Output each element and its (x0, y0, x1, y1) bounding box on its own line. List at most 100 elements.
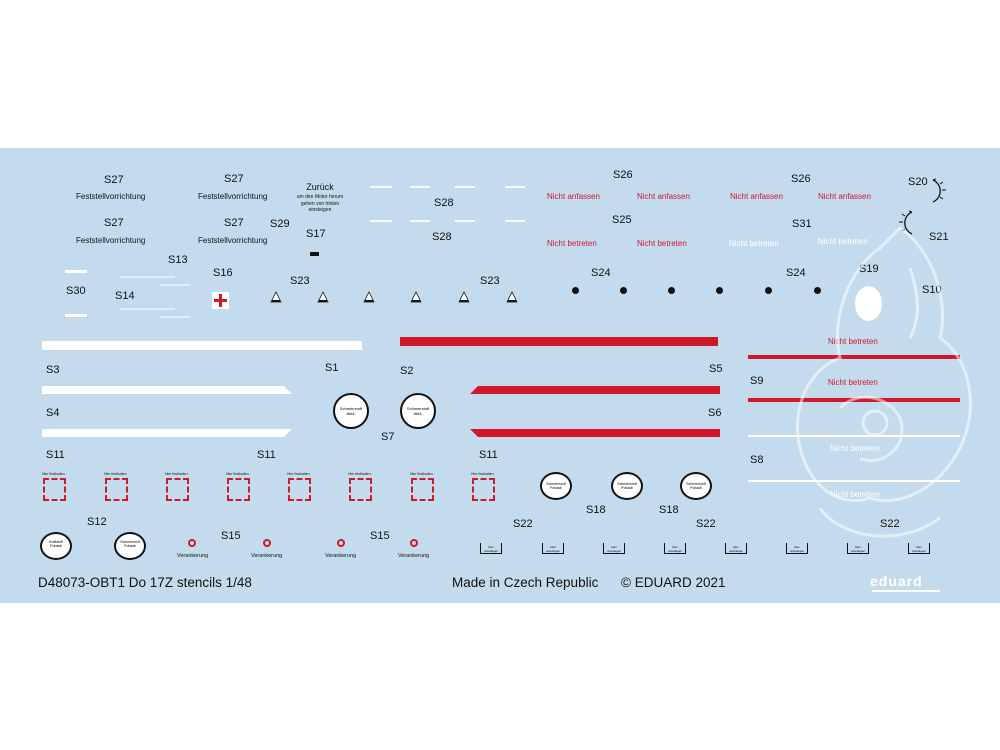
warning-triangle-icon (458, 291, 470, 303)
decal-hier-festhalten: Hier festhalten (287, 472, 310, 476)
decal-s14-line (120, 308, 175, 310)
decal-nicht-betreten: Nicht betreten (637, 239, 687, 248)
label-s15: S15 (221, 530, 241, 542)
label-s2: S2 (400, 365, 414, 377)
decal-s22-box: Hier unterlegen (908, 543, 930, 554)
decal-s22-box: Hier unterlegen (725, 543, 747, 554)
decal-hier-festhalten: Hier festhalten (226, 472, 249, 476)
decal-nicht-betreten: Nicht betreten (828, 378, 878, 387)
label-s17: S17 (306, 228, 326, 240)
gauge-arc-icon (932, 178, 946, 203)
label-s22: S22 (696, 518, 716, 530)
decal-s9-red-line (748, 355, 960, 359)
label-s14: S14 (115, 290, 135, 302)
decal-nicht-betreten-white: Nicht betreten (830, 444, 880, 453)
decal-feststell: Feststellvorrichtung (198, 236, 268, 245)
copyright: © EDUARD 2021 (621, 575, 726, 590)
label-s15: S15 (370, 530, 390, 542)
decal-text: Kraftstoff (49, 540, 63, 544)
label-s31: S31 (792, 218, 812, 230)
decal-hier-festhalten: Hier festhalten (104, 472, 127, 476)
decal-dashed-box (105, 478, 128, 501)
made-in: Made in Czech Republic (452, 575, 599, 590)
label-s11: S11 (257, 449, 276, 461)
label-s16: S16 (213, 267, 233, 279)
label-s28: S28 (434, 197, 454, 209)
decal-text: Abbl. (413, 411, 423, 416)
decal-nicht-anfassen: Nicht anfassen (730, 192, 783, 201)
decal-text: Hier unterlegen (911, 545, 927, 553)
decal-feststell: Feststellvorrichtung (76, 236, 146, 245)
decal-text: Hier unterlegen (789, 545, 805, 553)
decal-text: Polstab (621, 486, 633, 490)
decal-s14-line (160, 284, 190, 286)
decal-s24-dot (572, 287, 579, 294)
decal-text: Schmierstoff (339, 406, 363, 411)
decal-text: Polstab (550, 486, 562, 490)
label-s10: S10 (922, 284, 942, 296)
label-s30: S30 (66, 285, 86, 297)
decal-s22-box: Hier unterlegen (847, 543, 869, 554)
label-s11: S11 (46, 449, 65, 461)
decal-s18-lubricant: Schmierstoff Polstab (540, 472, 572, 500)
decal-s2-red-stripe (400, 337, 718, 346)
decal-dashed-box (166, 478, 189, 501)
decal-text: Schmierstoff (406, 406, 430, 411)
decal-s3-wedge (42, 386, 292, 394)
label-s1: S1 (325, 362, 339, 374)
decal-s3-white-stripe (42, 341, 362, 350)
decal-s24-dot (620, 287, 627, 294)
decal-s30-bar (65, 314, 87, 317)
label-s24: S24 (591, 267, 611, 279)
decal-white-dash (455, 186, 475, 188)
decal-text: Polstab (690, 486, 702, 490)
decal-white-dash (410, 186, 430, 188)
decal-s22-box: Hier unterlegen (480, 543, 502, 554)
decal-s22-box: Hier unterlegen (786, 543, 808, 554)
decal-dashed-box (288, 478, 311, 501)
decal-s12-fuel: Schmierstoff Polstab (114, 532, 146, 560)
decal-zuruck-line: gehen von hinten (300, 200, 340, 207)
decal-s14-line (120, 276, 175, 278)
decal-zuruck-line: einsteigen (308, 206, 332, 213)
decal-hier-festhalten: Hier festhalten (165, 472, 188, 476)
decal-s18-lubricant: Schmierstoff Polstab (611, 472, 643, 500)
label-s28: S28 (432, 231, 452, 243)
decal-nicht-anfassen: Nicht anfassen (818, 192, 871, 201)
decal-text: Hier unterlegen (606, 545, 622, 553)
decal-s30-bar (65, 270, 87, 273)
label-s23: S23 (480, 275, 500, 287)
label-s4: S4 (46, 407, 60, 419)
decal-nicht-betreten: Nicht betreten (828, 337, 878, 346)
warning-triangle-icon (363, 291, 375, 303)
decal-hier-festhalten: Hier festhalten (410, 472, 433, 476)
label-s27: S27 (104, 217, 124, 229)
decal-white-dash (370, 186, 392, 188)
sheet-code: D48073-OBT1 Do 17Z stencils 1/48 (38, 575, 252, 590)
decal-red-ring (410, 539, 418, 547)
label-s13: S13 (168, 254, 188, 266)
decal-text: Hier unterlegen (545, 545, 561, 553)
label-s11: S11 (479, 449, 498, 461)
label-s24: S24 (786, 267, 806, 279)
label-s27: S27 (104, 174, 124, 186)
decal-text: Hier unterlegen (667, 545, 683, 553)
decal-text: Schmierstoff (686, 482, 706, 486)
label-s18: S18 (586, 504, 606, 516)
decal-verankerung: Verankerung (251, 553, 283, 559)
decal-white-dash (505, 220, 525, 222)
label-s25: S25 (612, 214, 632, 226)
decal-text: Hier unterlegen (728, 545, 744, 553)
decal-text: Polstab (50, 544, 62, 548)
decal-hier-festhalten: Hier festhalten (471, 472, 494, 476)
decal-red-ring (337, 539, 345, 547)
decal-s19-circle (855, 286, 882, 321)
decal-red-ring (188, 539, 196, 547)
eduard-watermark-icon (795, 226, 972, 538)
decal-white-dash (455, 220, 475, 222)
decal-dashed-box (43, 478, 66, 501)
label-s20: S20 (908, 176, 928, 188)
decal-dashed-box (349, 478, 372, 501)
label-s21: S21 (929, 231, 949, 243)
decal-verankerung: Verankerung (398, 553, 430, 559)
